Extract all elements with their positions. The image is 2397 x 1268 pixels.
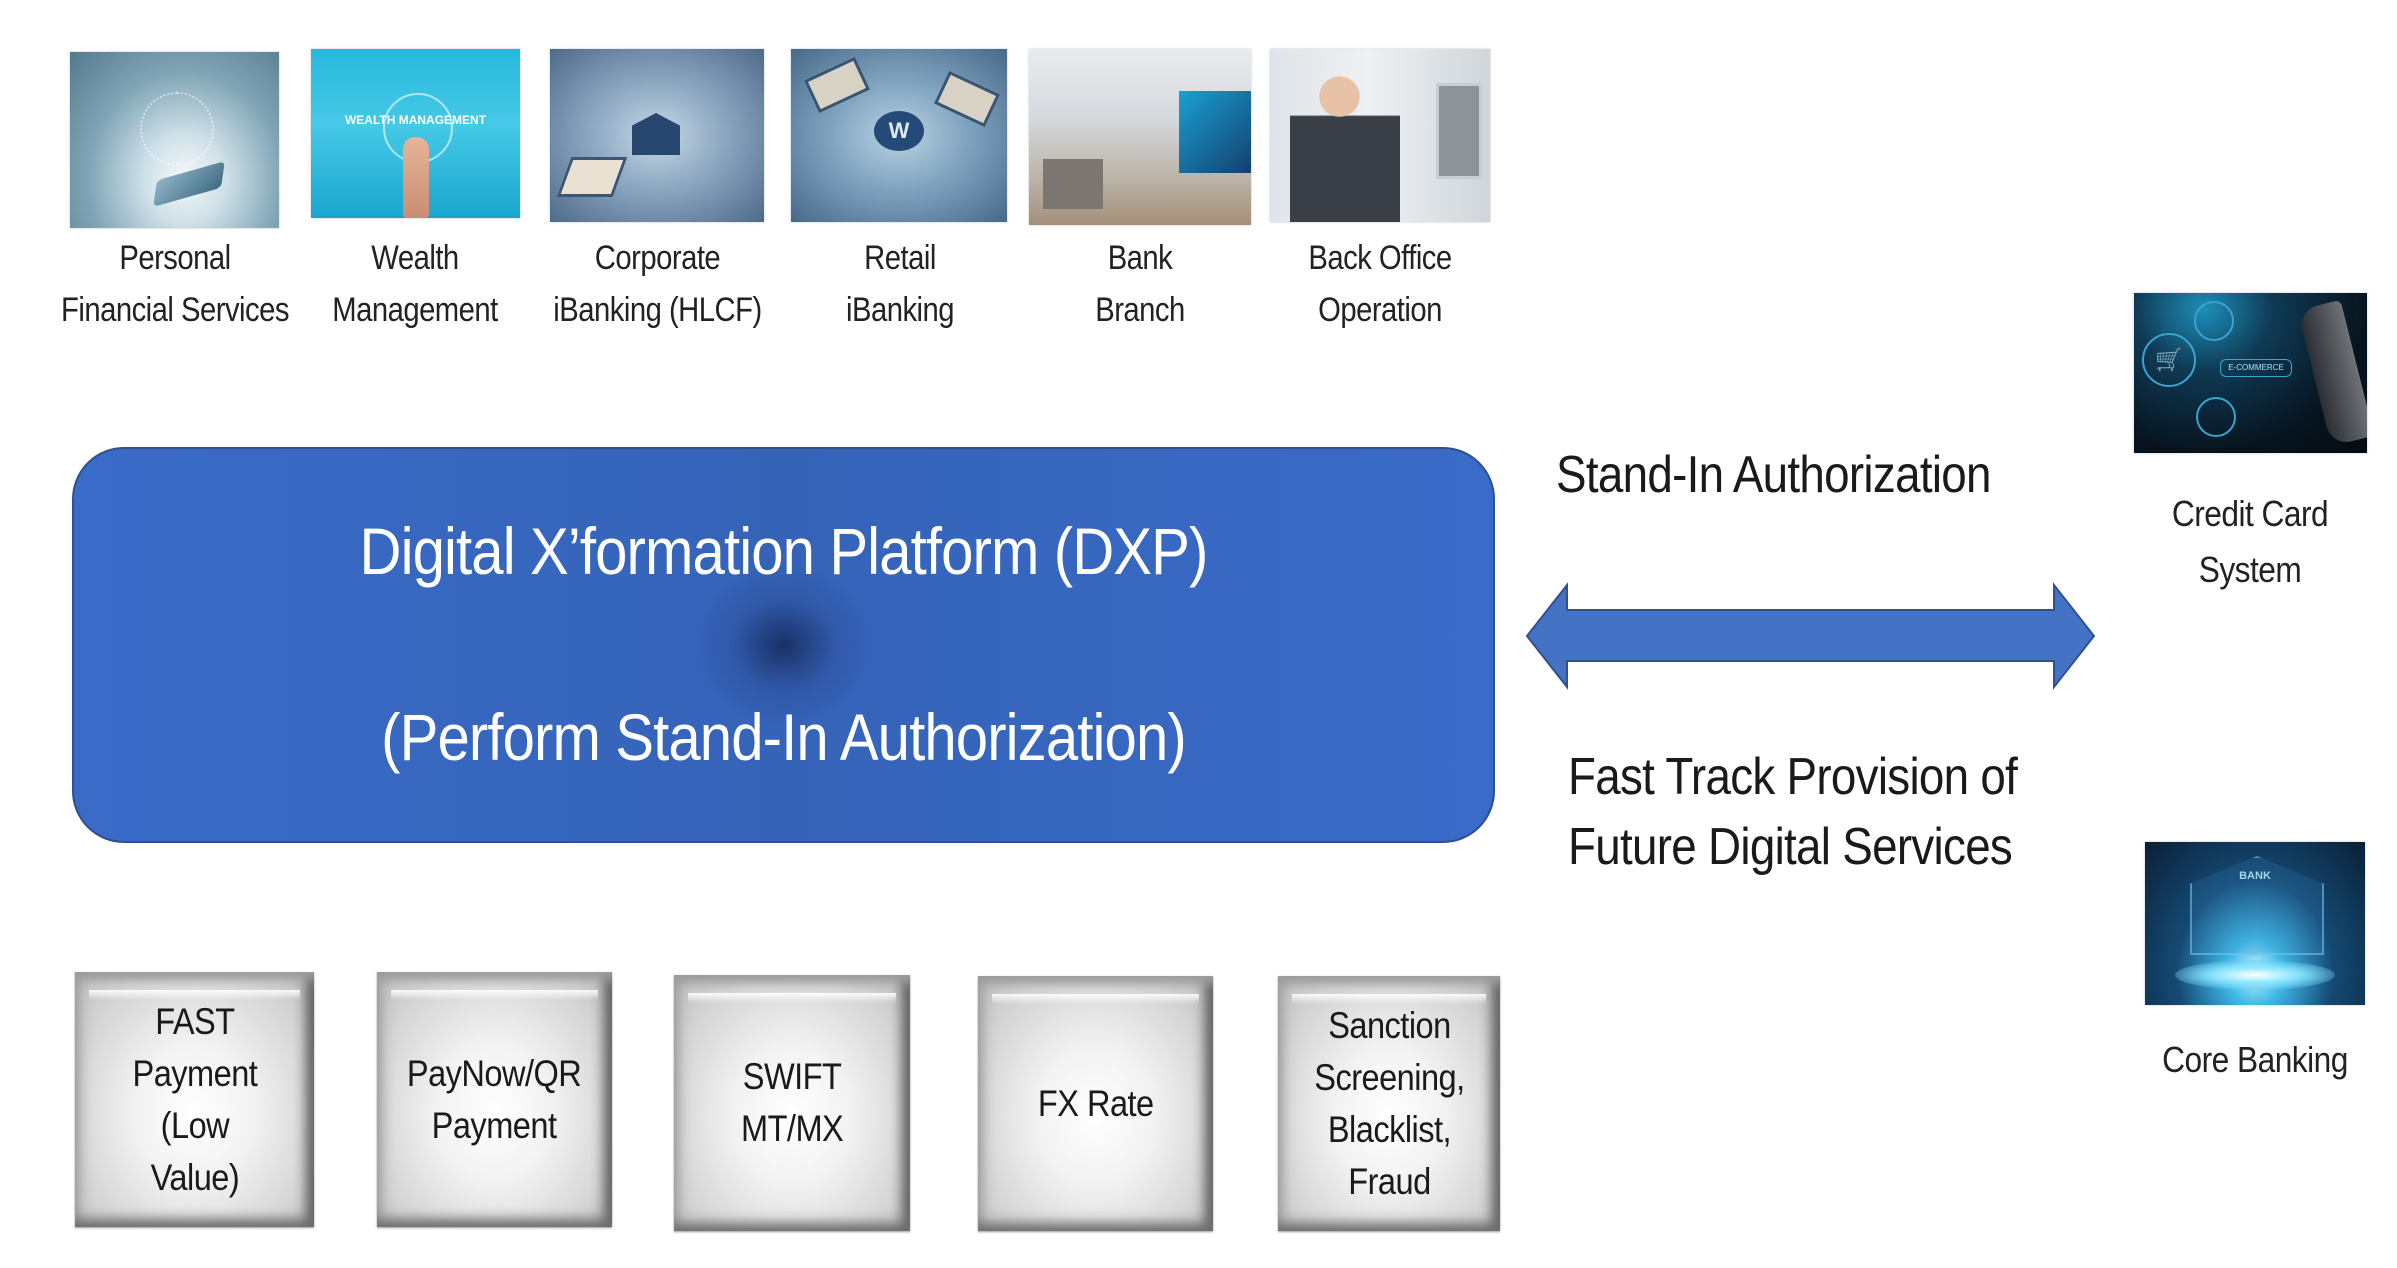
laptop-icon — [556, 157, 628, 197]
service-sanction-screening[interactable]: Sanction Screening, Blacklist, Fraud — [1278, 976, 1500, 1231]
channel-label-personal-financial-services: Personal Financial Services — [61, 239, 289, 329]
back-office-image — [1270, 49, 1490, 222]
wealth-management-image: WEALTH MANAGEMENT — [311, 49, 520, 218]
channel-label-wealth-management: Wealth Management — [332, 239, 498, 329]
service-label: PayNow/QR Payment — [407, 1052, 582, 1146]
credit-card-system-image: 🛒 E-COMMERCE — [2134, 293, 2367, 453]
hand-icon — [2297, 299, 2367, 447]
counter — [1043, 159, 1103, 209]
channel-label-bank-branch: Bank Branch — [1095, 239, 1185, 329]
service-label: FAST Payment (Low Value) — [132, 1000, 257, 1198]
cart-icon: 🛒 — [2142, 333, 2196, 387]
bank-building-icon — [632, 113, 680, 155]
bank-branch-image — [1029, 49, 1251, 225]
corporate-banking-image — [550, 49, 764, 222]
fast-track-label: Fast Track Provision of Future Digital S… — [1568, 748, 2018, 876]
retail-banking-image: W — [791, 49, 1007, 222]
double-arrow-shape — [1525, 582, 2096, 690]
double-arrow-icon — [1525, 582, 2096, 690]
smartphone-icon — [153, 161, 225, 207]
staff-person — [1290, 69, 1400, 222]
dxp-platform-box: Digital X’formation Platform (DXP) (Perf… — [72, 447, 1495, 843]
channel-label-back-office: Back Office Operation — [1308, 239, 1452, 329]
service-label: SWIFT MT/MX — [740, 1056, 844, 1149]
cart-icon — [2196, 397, 2236, 437]
stand-in-authorization-label: Stand-In Authorization — [1556, 446, 1991, 504]
credit-card-system-label: Credit Card System — [2171, 493, 2329, 590]
computer-monitor-icon — [1436, 83, 1482, 179]
service-swift[interactable]: SWIFT MT/MX — [674, 975, 910, 1231]
service-paynow-qr-payment[interactable]: PayNow/QR Payment — [377, 972, 612, 1227]
laptop-icon — [934, 70, 1000, 128]
laptop-icon — [804, 56, 870, 114]
floating-icons — [140, 92, 214, 166]
hand-pointer-icon — [403, 137, 429, 218]
cart-icon — [2194, 301, 2234, 341]
video-wall — [1179, 91, 1251, 173]
ecommerce-caption: E-COMMERCE — [2220, 359, 2292, 377]
core-banking-image: BANK — [2145, 842, 2365, 1005]
service-fx-rate[interactable]: FX Rate — [978, 976, 1213, 1231]
bank-logo-icon: W — [874, 111, 924, 151]
service-fast-payment[interactable]: FAST Payment (Low Value) — [75, 972, 314, 1227]
wealth-caption: WEALTH MANAGEMENT — [344, 113, 487, 127]
hologram-base — [2175, 960, 2335, 990]
dxp-subtitle: (Perform Stand-In Authorization) — [381, 700, 1187, 774]
bank-caption: BANK — [2239, 870, 2271, 882]
service-label: Sanction Screening, Blacklist, Fraud — [1313, 1004, 1465, 1202]
service-label: FX Rate — [1037, 1082, 1154, 1124]
dxp-title: Digital X’formation Platform (DXP) — [359, 514, 1209, 588]
channel-label-corporate-ibanking: Corporate iBanking (HLCF) — [553, 239, 762, 329]
channel-label-retail-ibanking: Retail iBanking — [845, 239, 955, 329]
personal-financial-services-image — [70, 52, 279, 228]
core-banking-label: Core Banking — [2162, 1039, 2348, 1080]
bank-building-icon — [2190, 856, 2324, 955]
